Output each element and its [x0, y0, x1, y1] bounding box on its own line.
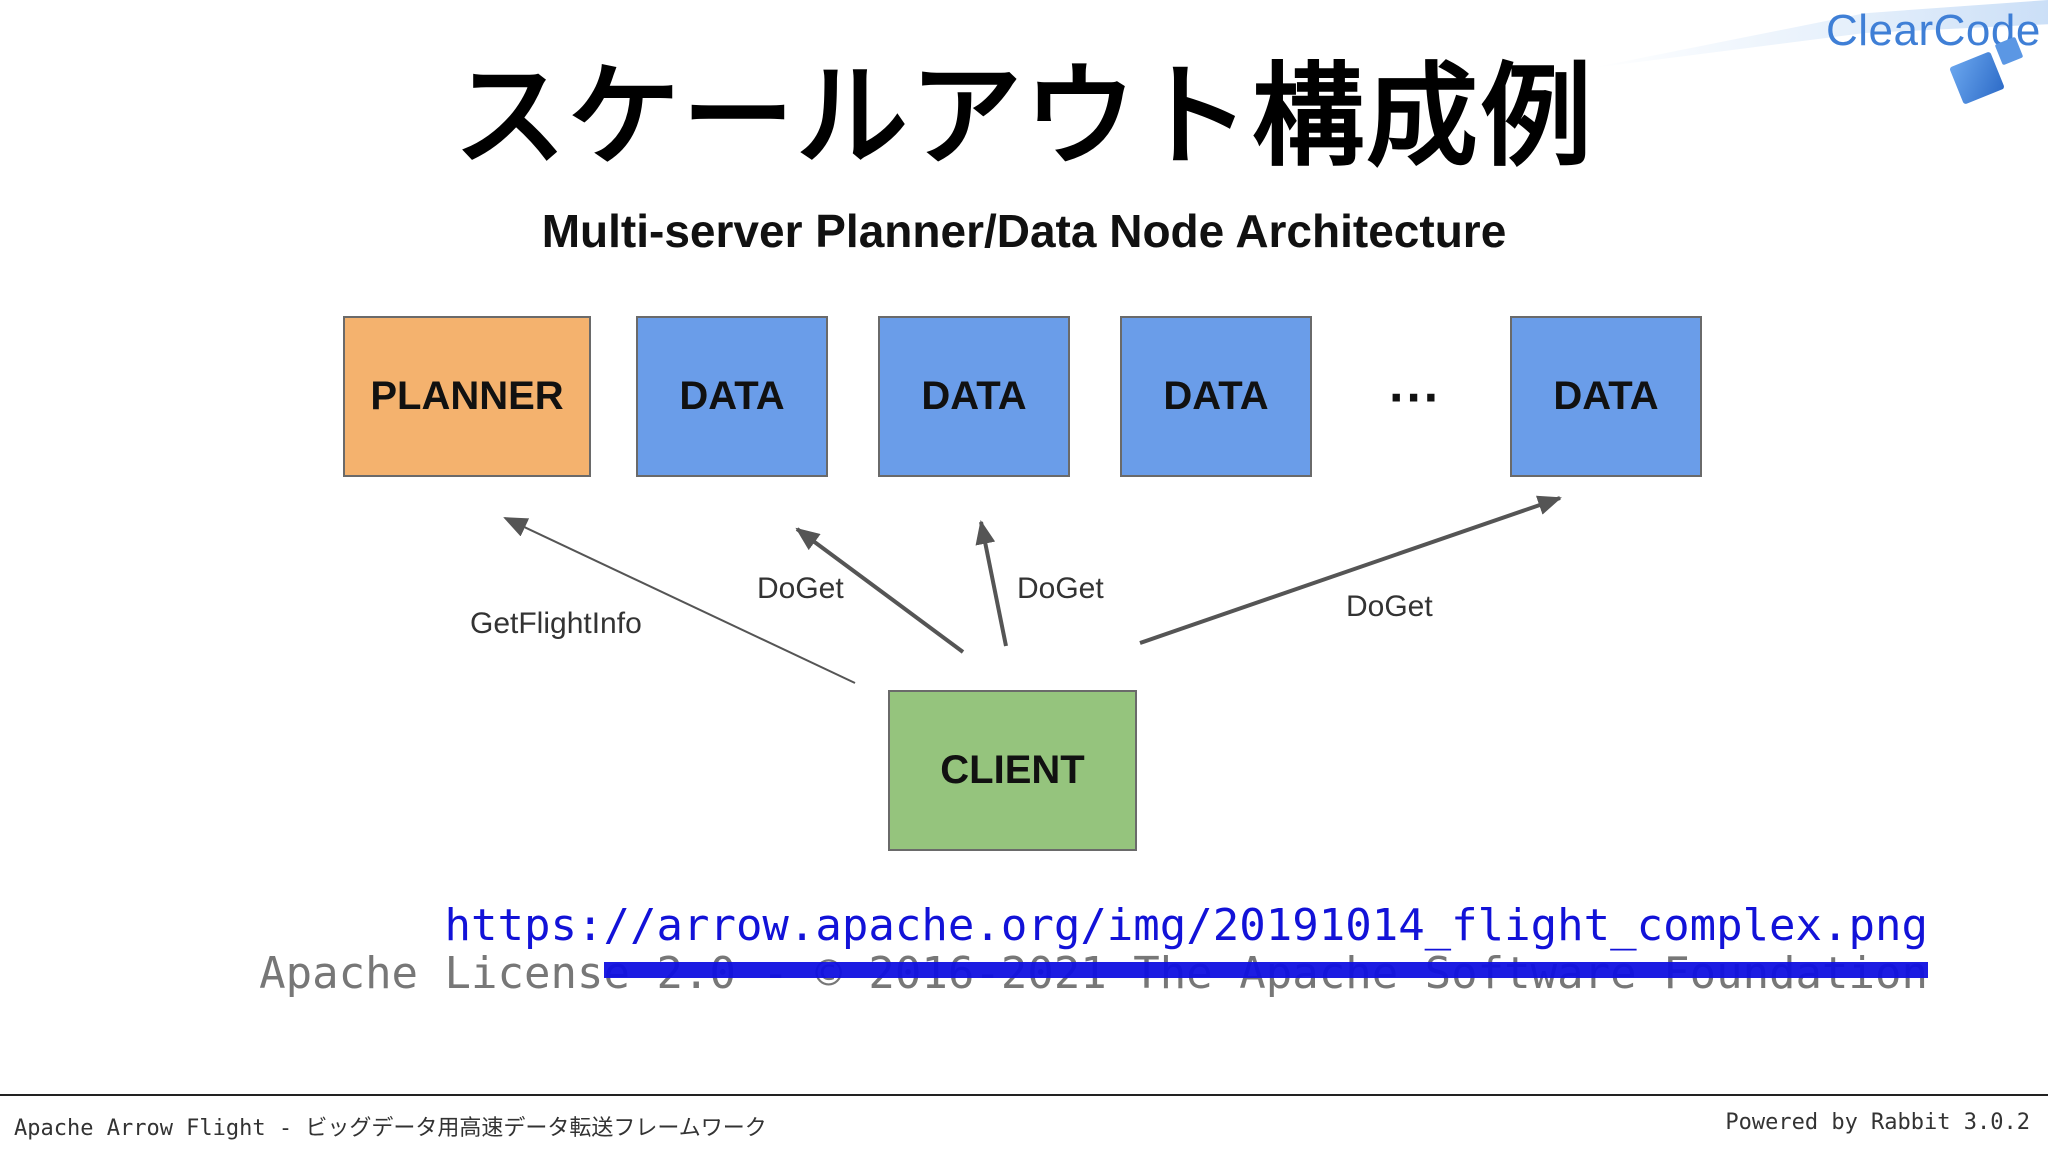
edge-doget-3 [1139, 495, 1562, 645]
footer-powered-by: Powered by Rabbit 3.0.2 [1725, 1110, 2030, 1135]
edge-label-getflightinfo: GetFlightInfo [470, 607, 642, 640]
edge-label-doget-2: DoGet [1017, 572, 1104, 605]
edge-doget-1 [795, 527, 965, 654]
image-source-link[interactable]: https://arrow.apache.org/img/20191014_fl… [444, 900, 1928, 951]
edge-doget-2 [975, 520, 1008, 647]
data-node-3: DATA [1120, 316, 1312, 477]
data-node-1: DATA [636, 316, 828, 477]
planner-node: PLANNER [343, 316, 591, 477]
ellipsis: ··· [1389, 369, 1441, 427]
data-node-4: DATA [1510, 316, 1702, 477]
edge-getflightinfo [503, 517, 856, 684]
footer-divider [0, 1094, 2048, 1096]
client-node: CLIENT [888, 690, 1137, 851]
diagram-title: Multi-server Planner/Data Node Architect… [541, 205, 1507, 257]
edge-label-doget-1: DoGet [757, 572, 844, 605]
data-node-2: DATA [878, 316, 1070, 477]
edge-label-doget-3: DoGet [1346, 590, 1433, 623]
footer-presentation-title: Apache Arrow Flight - ビッグデータ用高速データ転送フレーム… [14, 1116, 767, 1141]
link-underline-bar [604, 962, 1928, 978]
page-title: スケールアウト構成例 [454, 52, 1594, 182]
